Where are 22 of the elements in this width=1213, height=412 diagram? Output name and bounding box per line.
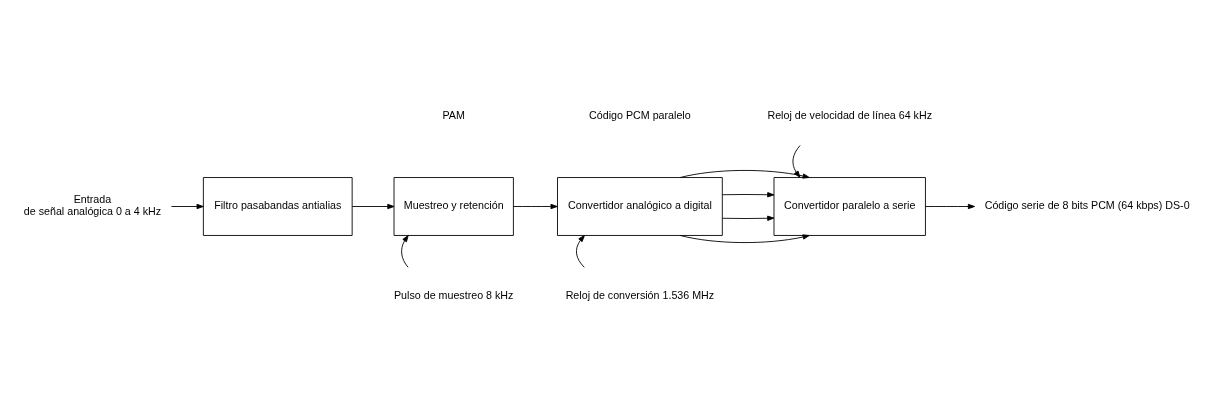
arrow	[576, 234, 585, 268]
arrow	[679, 169, 810, 179]
label: Código PCM paralelo	[589, 108, 691, 121]
arrow	[722, 215, 775, 221]
label: PAM	[442, 108, 465, 121]
arrow	[171, 203, 204, 209]
arrow	[351, 203, 395, 209]
node-box: Filtro pasabandas antialias	[202, 176, 353, 236]
arrow	[792, 144, 801, 178]
node-box: Muestreo y retención	[393, 176, 514, 236]
node-text: Entrada de señal analógica 0 a 4 kHz	[23, 192, 162, 217]
node-box: Convertidor paralelo a serie	[773, 176, 926, 236]
node-text: Reloj de velocidad de línea 64 kHz	[767, 108, 933, 121]
node-text: Código serie de 8 bits PCM (64 kbps) DS-0	[984, 198, 1190, 211]
arrow	[722, 191, 775, 197]
node-box: Convertidor analógico a digital	[557, 176, 723, 236]
arrow	[925, 203, 975, 209]
node-text: Reloj de conversión 1.536 MHz	[565, 288, 715, 301]
arrow	[401, 234, 409, 268]
arrow	[679, 233, 810, 243]
node-text: Pulso de muestreo 8 kHz	[394, 288, 514, 301]
arrow	[513, 203, 558, 209]
